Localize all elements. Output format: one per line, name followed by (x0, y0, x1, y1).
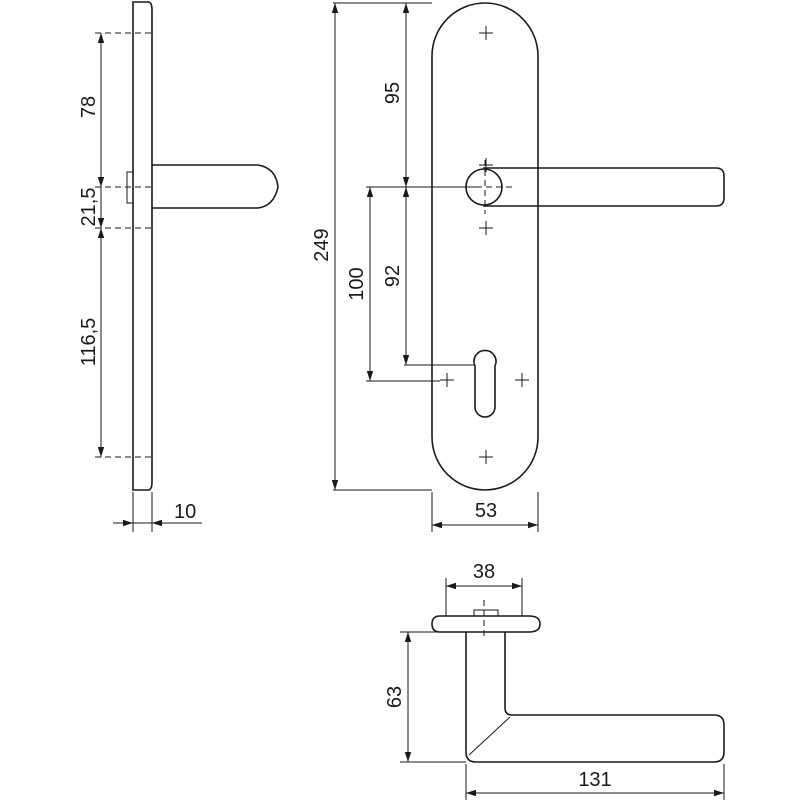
front-dim-249: 249 (311, 228, 333, 261)
screw-cross-top (479, 26, 493, 40)
bottom-dim-63: 63 (384, 686, 406, 708)
screw-cross-right (515, 373, 529, 387)
front-dim-53: 53 (475, 500, 497, 522)
screw-cross-handle-bottom (479, 221, 493, 235)
front-view: 249 95 100 92 53 (311, 2, 725, 532)
front-dim-100: 100 (346, 267, 368, 300)
front-lever (483, 167, 725, 207)
side-plate (132, 1, 153, 491)
spindle-centerline (466, 160, 516, 214)
side-lever (152, 164, 279, 209)
side-reference-lines (95, 32, 152, 458)
cylinder-cutout (473, 349, 497, 418)
bottom-lever (465, 632, 725, 763)
bottom-view: 38 63 131 (384, 561, 725, 800)
side-view: 78 21,5 116,5 10 (78, 1, 279, 532)
side-dim-10: 10 (174, 501, 196, 523)
side-dim-116-5: 116,5 (78, 318, 100, 367)
screw-cross-left (440, 373, 454, 387)
front-plate (431, 2, 539, 491)
screw-cross-bottom (479, 450, 493, 464)
front-dim-95: 95 (382, 82, 404, 104)
bottom-rose (431, 615, 541, 633)
front-extension-lines (333, 2, 478, 491)
side-dim-21-5: 21,5 (78, 188, 100, 227)
front-dim-92: 92 (382, 265, 404, 287)
bottom-dim-38: 38 (473, 561, 495, 583)
side-dim-78: 78 (78, 96, 100, 118)
bottom-spindle (473, 609, 499, 617)
bottom-dim-131: 131 (578, 769, 611, 791)
bottom-lever-bevel (468, 716, 511, 756)
